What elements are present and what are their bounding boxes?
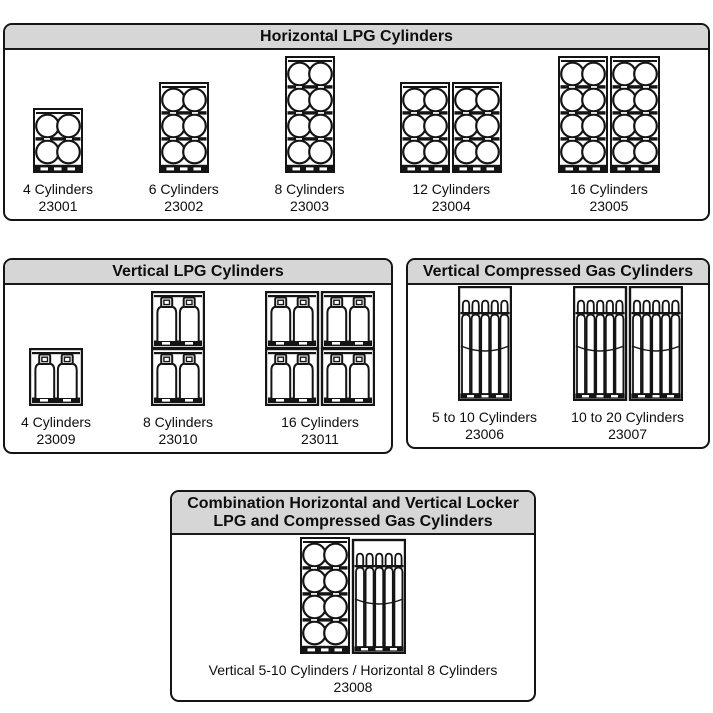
- compressed-products-row: 5 to 10 Cylinders 23006 10 to 20 Cylinde…: [408, 286, 708, 443]
- product-23010: 8 Cylinders 23010: [143, 291, 213, 448]
- product-caption: Vertical 5-10 Cylinders / Horizontal 8 C…: [209, 662, 498, 696]
- product-caption: 10 to 20 Cylinders 23007: [571, 409, 684, 443]
- locker-diagram-8-horizontal: [284, 56, 335, 173]
- product-code: 23009: [36, 431, 76, 447]
- locker-diagram-4-horizontal: [33, 108, 84, 173]
- product-label: 16 Cylinders: [281, 414, 359, 430]
- panel-horizontal-lpg-header: Horizontal LPG Cylinders: [5, 25, 708, 50]
- product-code: 23003: [290, 198, 329, 214]
- product-label: 8 Cylinders: [274, 181, 345, 197]
- product-label: 8 Cylinders: [143, 414, 214, 430]
- product-label: 6 Cylinders: [148, 181, 219, 197]
- panel-title: Vertical LPG Cylinders: [112, 263, 284, 280]
- product-label: 4 Cylinders: [23, 181, 94, 197]
- product-caption: 4 Cylinders 23009: [21, 414, 91, 448]
- panel-compressed-gas-header: Vertical Compressed Gas Cylinders: [408, 260, 708, 285]
- locker-diagram-16-vertical: [265, 291, 375, 406]
- product-label: 5 to 10 Cylinders: [432, 409, 538, 425]
- panel-combination: Combination Horizontal and Vertical Lock…: [170, 490, 536, 702]
- product-caption: 4 Cylinders 23001: [23, 181, 93, 215]
- product-code: 23007: [608, 426, 648, 442]
- locker-diagram-8-vertical: [151, 291, 206, 406]
- product-23006: 5 to 10 Cylinders 23006: [432, 286, 537, 443]
- product-23004: 12 Cylinders 23004: [400, 82, 503, 215]
- locker-diagram-combo: [300, 537, 406, 654]
- product-code: 23005: [589, 198, 629, 214]
- product-code: 23001: [38, 198, 78, 214]
- panel-vertical-lpg: Vertical LPG Cylinders 4 Cylinders 23009…: [3, 258, 393, 454]
- product-label: Vertical 5-10 Cylinders / Horizontal 8 C…: [208, 662, 498, 678]
- product-23005: 16 Cylinders 23005: [557, 56, 660, 215]
- horizontal-products-row: 4 Cylinders 23001 6 Cylinders 23002 8 Cy…: [5, 56, 708, 215]
- locker-diagram-4-vertical: [29, 348, 84, 406]
- product-caption: 12 Cylinders 23004: [412, 181, 490, 215]
- panel-horizontal-lpg: Horizontal LPG Cylinders 4 Cylinders 230…: [3, 23, 710, 221]
- locker-diagram-5-10-gas: [457, 286, 512, 401]
- product-23002: 6 Cylinders 23002: [149, 82, 219, 215]
- product-code: 23010: [158, 431, 198, 447]
- product-caption: 6 Cylinders 23002: [149, 181, 219, 215]
- product-label: 16 Cylinders: [570, 181, 648, 197]
- product-23001: 4 Cylinders 23001: [23, 108, 93, 215]
- locker-diagram-16-horizontal: [557, 56, 660, 173]
- combination-products-row: Vertical 5-10 Cylinders / Horizontal 8 C…: [172, 537, 534, 696]
- locker-diagram-10-20-gas: [572, 286, 683, 401]
- panel-title: Horizontal LPG Cylinders: [260, 28, 453, 45]
- product-label: 4 Cylinders: [21, 414, 92, 430]
- product-label: 12 Cylinders: [412, 181, 491, 197]
- product-caption: 5 to 10 Cylinders 23006: [432, 409, 537, 443]
- product-caption: 16 Cylinders 23011: [281, 414, 359, 448]
- product-code: 23008: [333, 679, 373, 695]
- product-caption: 8 Cylinders 23010: [143, 414, 213, 448]
- panel-combination-header: Combination Horizontal and Vertical Lock…: [172, 492, 534, 535]
- locker-diagram-6-horizontal: [158, 82, 209, 173]
- panel-vertical-lpg-header: Vertical LPG Cylinders: [5, 260, 391, 285]
- locker-diagram-12-horizontal: [400, 82, 503, 173]
- product-caption: 8 Cylinders 23003: [275, 181, 345, 215]
- product-label: 10 to 20 Cylinders: [571, 409, 684, 425]
- product-code: 23011: [301, 431, 339, 447]
- product-code: 23002: [164, 198, 204, 214]
- product-23003: 8 Cylinders 23003: [275, 56, 345, 215]
- product-caption: 16 Cylinders 23005: [570, 181, 648, 215]
- vertical-products-row: 4 Cylinders 23009 8 Cylinders 23010 16 C…: [5, 291, 391, 448]
- product-code: 23004: [431, 198, 471, 214]
- product-code: 23006: [465, 426, 504, 442]
- panel-compressed-gas: Vertical Compressed Gas Cylinders 5 to 1…: [406, 258, 710, 449]
- product-23008: Vertical 5-10 Cylinders / Horizontal 8 C…: [209, 537, 498, 696]
- panel-title: Vertical Compressed Gas Cylinders: [422, 263, 694, 280]
- product-23011: 16 Cylinders 23011: [265, 291, 375, 448]
- panel-title-line1: Combination Horizontal and Vertical Lock…: [187, 495, 519, 512]
- panel-title-line2: LPG and Compressed Gas Cylinders: [213, 513, 493, 530]
- product-23009: 4 Cylinders 23009: [21, 348, 91, 448]
- product-23007: 10 to 20 Cylinders 23007: [571, 286, 684, 443]
